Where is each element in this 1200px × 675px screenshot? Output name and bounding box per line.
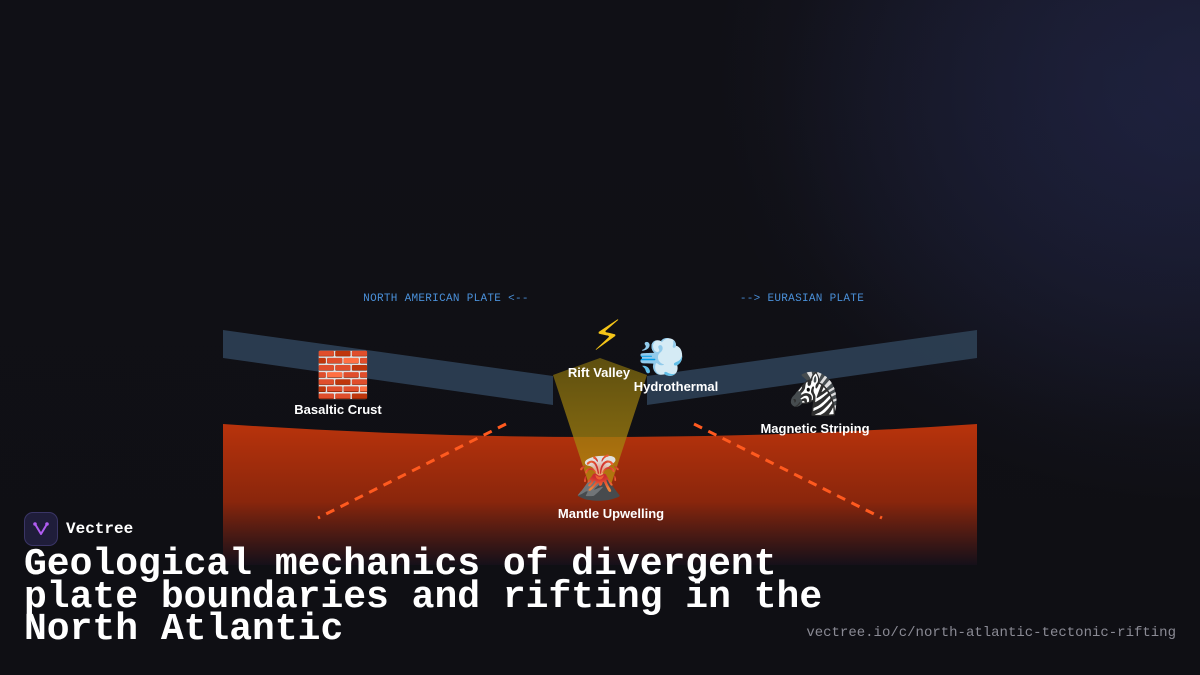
north-american-plate: [223, 330, 553, 405]
label-mantle-upwelling: Mantle Upwelling: [558, 506, 664, 521]
label-hydrothermal: Hydrothermal: [634, 379, 719, 394]
plate-label-eurasian: --> EURASIAN PLATE: [740, 293, 864, 305]
magma-cone: [553, 358, 647, 500]
eurasian-plate: [647, 330, 977, 405]
label-magnetic-striping: Magnetic Striping: [760, 421, 869, 436]
source-url: vectree.io/c/north-atlantic-tectonic-rif…: [806, 625, 1176, 641]
zebra-icon: 🦓: [788, 369, 840, 418]
steam-icon: 💨: [638, 335, 685, 379]
brand-name: Vectree: [66, 520, 134, 538]
label-rift-valley: Rift Valley: [568, 365, 631, 380]
brick-icon: 🧱: [316, 350, 371, 401]
vectree-logo-icon: [24, 512, 58, 546]
volcano-icon: 🌋: [573, 453, 625, 502]
convection-line-right: [693, 422, 883, 520]
plate-label-north-american: NORTH AMERICAN PLATE <--: [363, 293, 529, 305]
lightning-icon: ⚡: [592, 311, 622, 360]
label-basaltic-crust: Basaltic Crust: [294, 402, 382, 417]
brand: Vectree: [24, 512, 133, 546]
page-title: Geological mechanics of divergent plate …: [24, 543, 823, 651]
convection-line-left: [317, 422, 507, 520]
